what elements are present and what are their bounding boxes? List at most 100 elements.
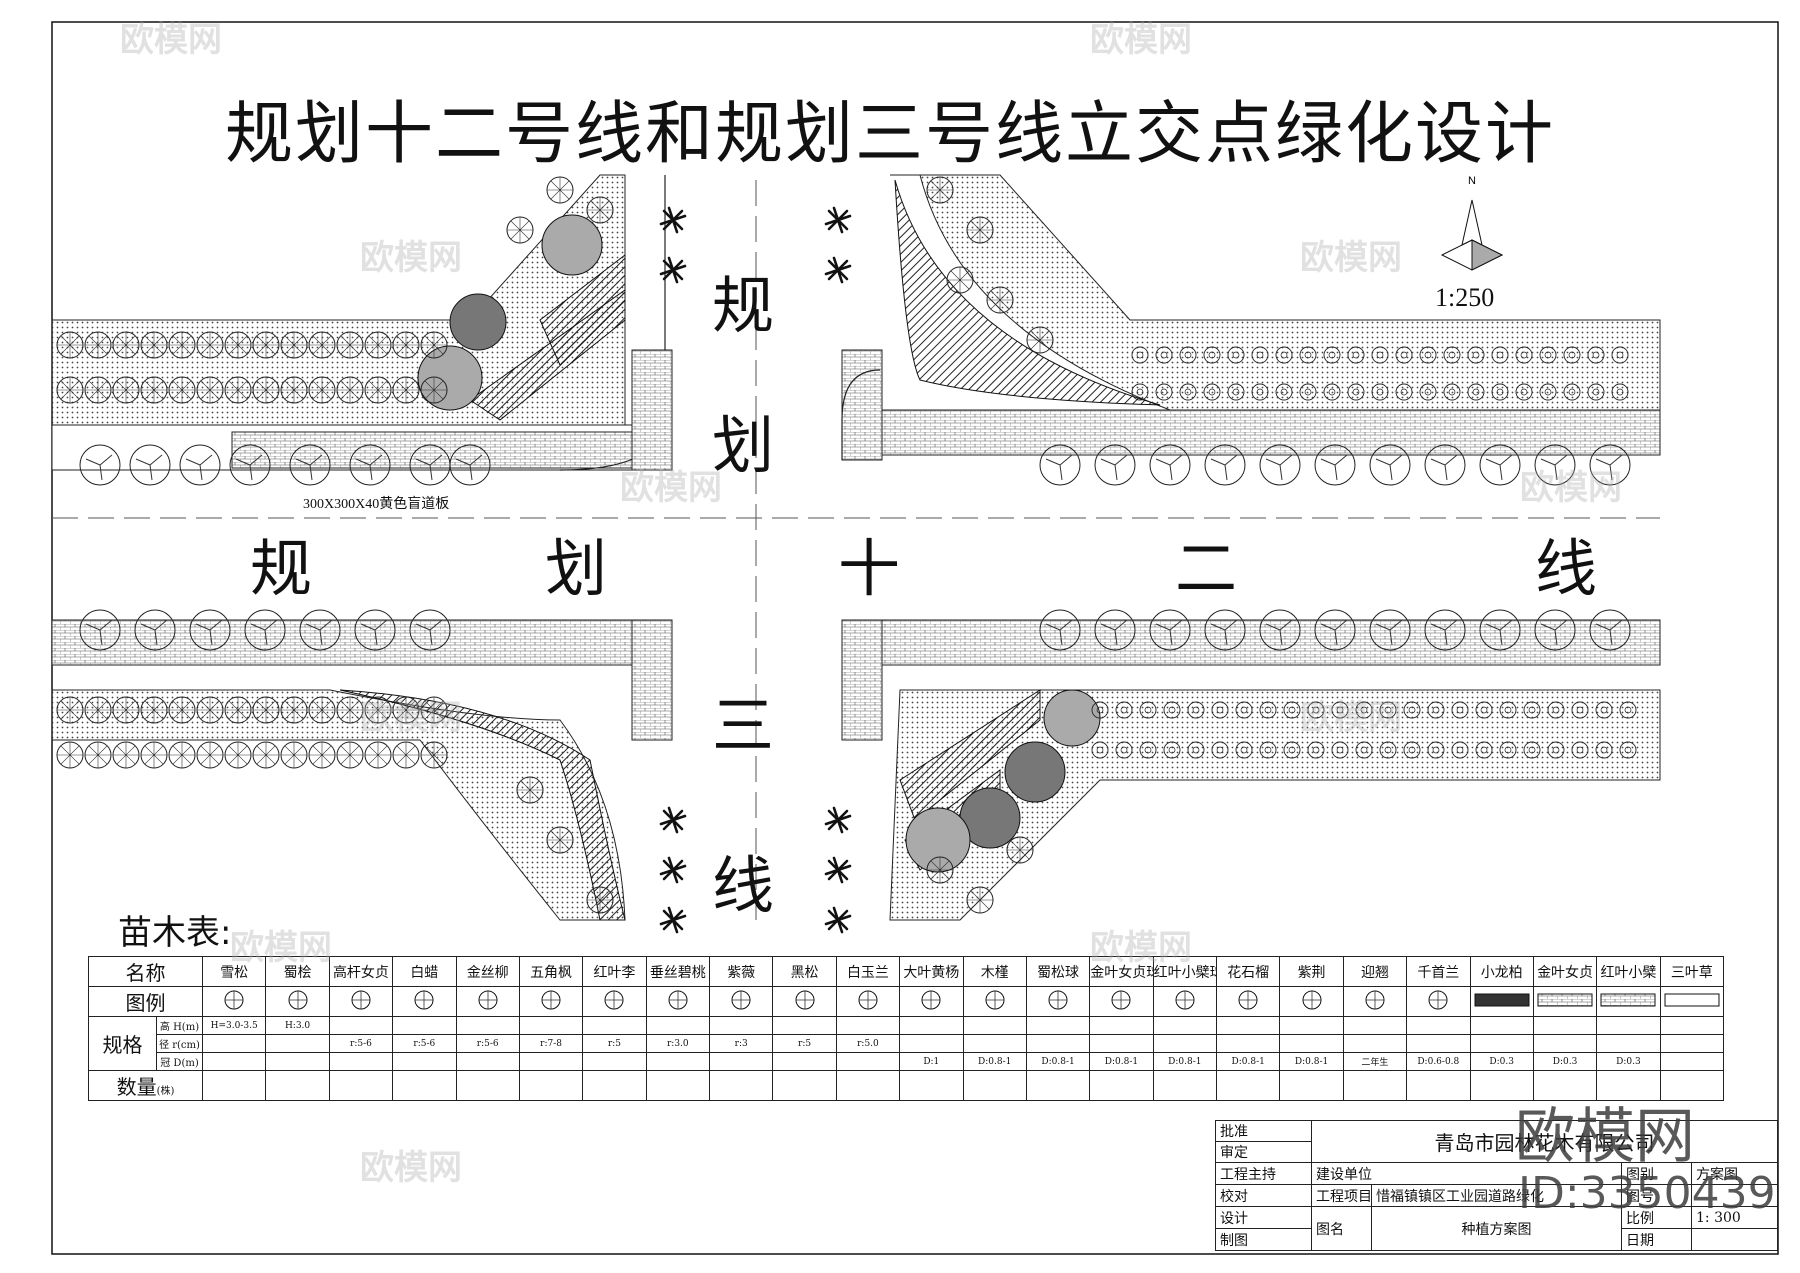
plant-name: 白玉兰	[835, 956, 901, 987]
plant-symbol-icon	[201, 986, 267, 1017]
spec-value	[1342, 1016, 1408, 1035]
shrub-icon	[56, 331, 84, 359]
shrub-icon	[84, 696, 112, 724]
spec-value	[1152, 1034, 1218, 1053]
spec-value	[1025, 1034, 1091, 1053]
plant-symbol-icon	[1342, 986, 1408, 1017]
spec-value	[1215, 1034, 1281, 1053]
shrub-icon	[308, 376, 336, 404]
plant-name: 小龙柏	[1469, 956, 1534, 987]
image-id-watermark: ID:3350439	[1518, 1168, 1776, 1219]
tb-project: 惜福镇镇区工业园道路绿化	[1371, 1184, 1622, 1207]
shrub-icon	[224, 741, 252, 769]
shrub-icon	[112, 376, 140, 404]
brand-watermark: 欧模网	[1515, 1102, 1695, 1172]
shrub-icon	[364, 376, 392, 404]
row-label-legend: 图例	[88, 986, 203, 1017]
shrub-icon	[280, 331, 308, 359]
spec-sublabel: 径 r(cm)	[156, 1034, 203, 1053]
plant-symbol-icon	[518, 986, 584, 1017]
spec-value	[708, 1016, 774, 1035]
shrub-icon	[140, 376, 168, 404]
shrub-icon	[420, 331, 448, 359]
spec-value	[1532, 1034, 1598, 1053]
shrub-icon	[420, 376, 448, 404]
drawing-title: 规划十二号线和规划三号线立交点绿化设计	[225, 95, 1556, 174]
shrub-icon	[224, 696, 252, 724]
tree-icon	[926, 176, 954, 204]
plant-symbol-icon	[1089, 986, 1154, 1017]
plant-name: 千首兰	[1406, 956, 1471, 987]
spec-value	[1469, 1034, 1534, 1053]
shrub-icon	[392, 331, 420, 359]
shrub-icon	[392, 741, 420, 769]
plant-name: 红叶小檗	[1596, 956, 1661, 987]
plant-quantity	[1215, 1070, 1281, 1101]
plant-name: 红叶小檗球	[1152, 956, 1218, 987]
shrub-icon	[308, 331, 336, 359]
shrub-icon	[420, 696, 448, 724]
spec-value	[899, 1034, 964, 1053]
spec-value	[772, 1016, 837, 1035]
plant-name: 迎翘	[1342, 956, 1408, 987]
plant-quantity	[1342, 1070, 1408, 1101]
shrub-icon	[168, 741, 196, 769]
palm-tree-icon	[824, 256, 852, 284]
plant-quantity	[1469, 1070, 1534, 1101]
plant-name: 高杆女贞	[328, 956, 394, 987]
plant-name: 紫薇	[708, 956, 774, 987]
spec-value: D:0.8-1	[1215, 1052, 1281, 1071]
spec-value	[582, 1016, 647, 1035]
shrub-icon	[168, 376, 196, 404]
shrub-icon	[56, 376, 84, 404]
spec-value	[1659, 1052, 1725, 1071]
shrub-icon	[196, 741, 224, 769]
tb-lead: 工程主持	[1215, 1162, 1312, 1185]
spec-value	[455, 1052, 520, 1071]
plant-symbol-icon	[1279, 986, 1344, 1017]
plant-name: 金叶女贞	[1532, 956, 1598, 987]
road-label-v-3: 三	[712, 689, 775, 762]
spec-value	[1469, 1016, 1534, 1035]
spec-value: D:0.3	[1469, 1052, 1534, 1071]
spec-value	[1406, 1034, 1471, 1053]
tree-icon	[586, 886, 614, 914]
spec-value	[1089, 1034, 1154, 1053]
shrub-icon	[84, 376, 112, 404]
spec-value	[1596, 1016, 1661, 1035]
shrub-icon	[84, 741, 112, 769]
plant-name: 金丝柳	[455, 956, 520, 987]
spec-value	[265, 1052, 330, 1071]
tree-icon	[986, 286, 1014, 314]
spec-value: D:0.8-1	[1089, 1052, 1154, 1071]
shrub-icon	[420, 741, 448, 769]
spec-value	[1342, 1034, 1408, 1053]
shrub-icon	[392, 376, 420, 404]
plant-symbol-icon	[265, 986, 330, 1017]
tb-approve: 批准	[1215, 1120, 1312, 1142]
plant-symbol-icon	[328, 986, 394, 1017]
tb-review: 审定	[1215, 1141, 1312, 1163]
shrub-icon	[140, 331, 168, 359]
plant-quantity	[1025, 1070, 1091, 1101]
plant-name: 木槿	[962, 956, 1027, 987]
shrub-icon	[280, 376, 308, 404]
spec-value: D:1	[899, 1052, 964, 1071]
tree-icon	[966, 216, 994, 244]
plant-symbol-icon	[1469, 986, 1534, 1017]
plant-quantity	[265, 1070, 330, 1101]
row-label-quantity: 数量(株)	[88, 1070, 203, 1101]
spec-value	[328, 1016, 394, 1035]
plant-symbol-icon	[392, 986, 457, 1017]
shrub-icon	[224, 376, 252, 404]
tree-icon	[1026, 326, 1054, 354]
tb-figure-label: 图名	[1311, 1206, 1372, 1251]
plant-symbol-icon	[1152, 986, 1218, 1017]
spec-value: H:3.0	[265, 1016, 330, 1035]
palm-tree-icon	[824, 806, 852, 834]
tb-check: 校对	[1215, 1184, 1312, 1207]
shrub-icon	[252, 331, 280, 359]
spec-value	[1596, 1034, 1661, 1053]
